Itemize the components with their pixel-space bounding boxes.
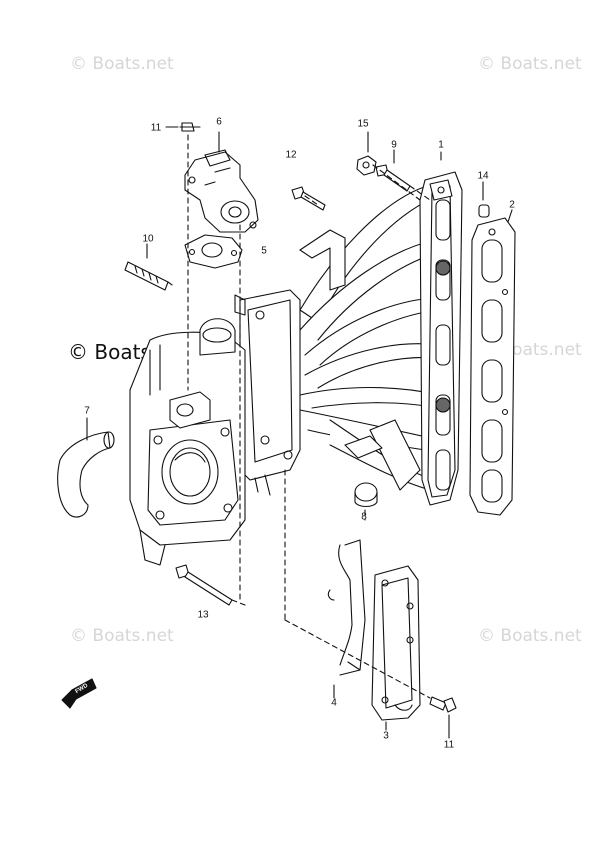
grommet-8 (355, 483, 377, 507)
dowel-14 (479, 205, 489, 217)
callout-9: 9 (391, 139, 397, 151)
nut-15 (357, 156, 376, 175)
watermark-top-left: © Boats.net (70, 54, 174, 74)
callout-10: 10 (142, 233, 154, 245)
iac-gasket (185, 235, 242, 268)
callout-1: 1 (438, 139, 444, 151)
hose (58, 432, 114, 517)
callout-14: 14 (477, 170, 489, 182)
callout-4: 4 (331, 697, 337, 709)
callout-8: 8 (361, 511, 367, 523)
connector-pipe (345, 436, 382, 458)
callout-5: 5 (261, 245, 267, 257)
iac-valve (185, 150, 258, 232)
watermark-top-right: © Boats.net (478, 54, 582, 74)
watermark-bottom-left: © Boats.net (70, 626, 174, 646)
callout-11-top: 11 (150, 122, 162, 134)
callout-13: 13 (197, 609, 209, 621)
callout-3: 3 (383, 730, 389, 742)
intake-body (130, 290, 300, 565)
leader-lines (168, 135, 430, 698)
stud-10 (125, 262, 168, 290)
callout-ticks (87, 127, 512, 738)
callout-2: 2 (509, 199, 515, 211)
fwd-arrow-icon (62, 679, 96, 708)
manifold-runners (300, 185, 440, 490)
bolt-11-bottom (430, 697, 456, 712)
callout-15: 15 (357, 118, 369, 130)
bolt-13 (176, 565, 232, 605)
watermark-bottom-right: © Boats.net (478, 626, 582, 646)
wire-gasket-4 (328, 540, 365, 675)
callout-6: 6 (216, 116, 222, 128)
manifold-gasket (470, 218, 515, 515)
cover-plate (372, 566, 420, 720)
bolt-11-top (180, 123, 200, 131)
callout-12: 12 (285, 149, 297, 161)
manifold-flange (420, 172, 462, 505)
bolt-9 (376, 165, 410, 191)
callout-11-bottom: 11 (443, 739, 455, 751)
callout-7: 7 (84, 405, 90, 417)
